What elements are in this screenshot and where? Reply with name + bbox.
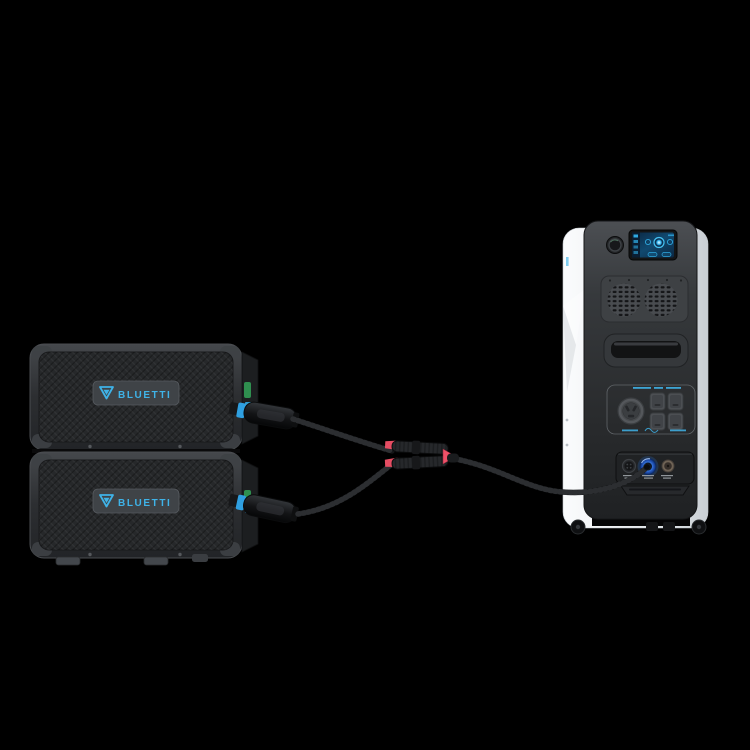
- stack-gap-shadow: [32, 449, 240, 453]
- aviation-port: [621, 458, 637, 474]
- screen-button-pill: [661, 252, 672, 257]
- battery-plug-bottom: [228, 494, 299, 524]
- touchscreen: [628, 229, 678, 261]
- cable-bottom: [295, 461, 395, 517]
- screen-menu-icon: [633, 234, 638, 238]
- outlet-label-text: [670, 429, 686, 432]
- fan-grille: [600, 275, 689, 323]
- bluetti-logo: BLUETTI: [92, 488, 180, 514]
- tt30-outlet: [617, 397, 645, 425]
- screen-menu-icon: [633, 240, 638, 243]
- side-button-dot: [565, 418, 569, 422]
- round-aux-port: [661, 459, 675, 473]
- cable-to-station: [447, 455, 648, 496]
- screen-output-dial-icon: [666, 238, 674, 246]
- port-cover-flap-slot: [629, 488, 681, 491]
- screen-status-text: [668, 234, 674, 237]
- outlet-label-text: [622, 429, 638, 432]
- battery-stack: BLUETTI BLUETTI: [29, 343, 300, 566]
- screen-sidebar: [632, 232, 640, 258]
- carry-handle: [603, 333, 689, 368]
- bluetti-logo-text: BLUETTI: [118, 390, 171, 401]
- ac-outlet-4: [667, 412, 684, 431]
- io-port-panel: [615, 451, 695, 496]
- battery-unit-top: BLUETTI: [29, 343, 259, 451]
- ac-outlet-covers: [649, 392, 684, 431]
- cable-top: [290, 416, 395, 454]
- ac-outlet-1: [649, 392, 666, 411]
- power-button: [606, 236, 624, 254]
- side-button-dot: [565, 443, 569, 447]
- signature-squiggle-icon: [644, 427, 659, 433]
- bluetti-logo: BLUETTI: [92, 380, 180, 406]
- mc4-branch-connector: [384, 440, 459, 470]
- side-crease-shade: [563, 306, 576, 392]
- ac-panel-header-text: [633, 387, 681, 389]
- wheels: [570, 519, 707, 535]
- screen-button-pill: [647, 252, 658, 257]
- ac-outlet-2: [667, 392, 684, 411]
- side-crease: [563, 289, 585, 345]
- screen-menu-icon: [633, 251, 638, 254]
- side-brand-mark: [566, 257, 569, 266]
- power-station: [562, 220, 709, 535]
- ac-outlet-panel: [606, 384, 696, 435]
- ac-outlet-3: [649, 412, 666, 431]
- bluetti-logo-text: BLUETTI: [118, 498, 171, 509]
- mc4-exit-stub: [447, 453, 459, 463]
- center-foot: [663, 522, 675, 531]
- center-foot: [646, 522, 658, 531]
- expansion-cables: [290, 416, 648, 517]
- cable-plug-face: [643, 463, 651, 471]
- battery-feet: [55, 554, 208, 566]
- screen-menu-icon: [633, 245, 638, 249]
- battery-unit-bottom: BLUETTI: [29, 451, 259, 566]
- screen-input-dial-icon: [644, 238, 652, 246]
